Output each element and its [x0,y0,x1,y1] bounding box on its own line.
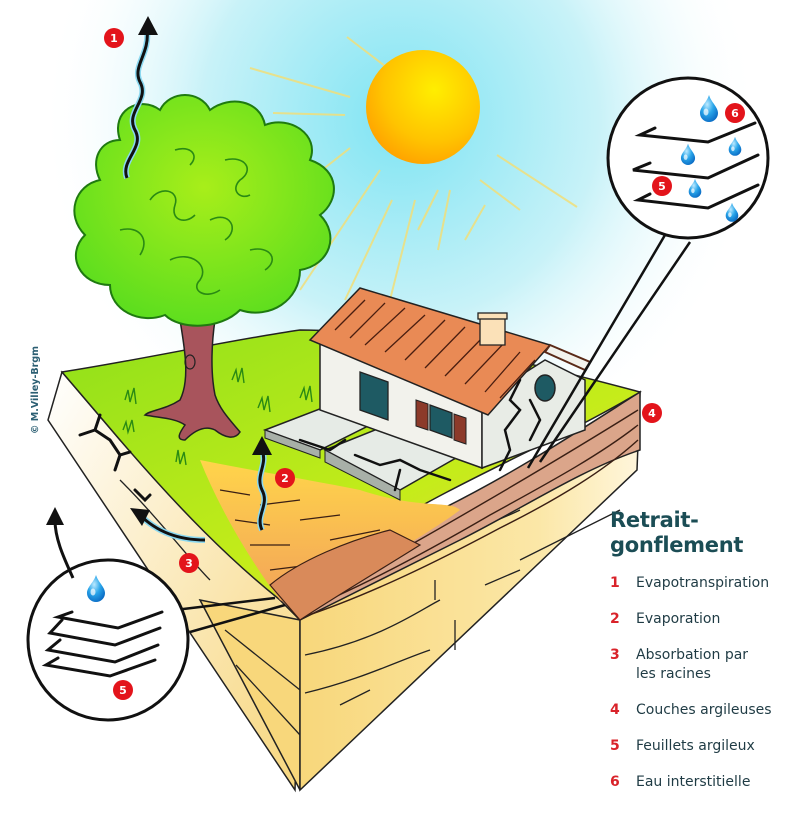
house-door [359,371,389,421]
legend-item: 6 Eau interstitielle [610,773,800,792]
legend-number: 1 [610,575,620,591]
legend-label: Couches argileuses [636,702,772,718]
tree-trunk [143,319,241,441]
marker-4: 4 [642,403,662,423]
magnifier-pointers [174,234,692,634]
sun-rays [249,36,578,341]
legend: Retrait- gonflement 1 Evapotranspiration… [610,508,800,809]
legend-label: Absorbation par les racines [636,647,749,682]
svg-text:5: 5 [658,180,666,193]
clay-sheet-zigzag [41,610,164,678]
legend-item: 5 Feuillets argileux [610,737,800,756]
marker-1: 1 [104,28,124,48]
marker-6: 6 [725,103,745,123]
legend-title-line1: Retrait- [610,508,699,532]
svg-text:2: 2 [281,472,289,485]
window-shutter-right [453,413,467,445]
legend-number: 4 [610,702,620,718]
legend-number: 5 [610,738,620,754]
drop-rising-arrow [53,519,75,579]
chimney [479,317,506,346]
marker-5-top: 5 [652,176,672,196]
window-shutter-left [415,399,429,431]
wall-cracks [298,378,542,492]
legend-item: 3 Absorbation par les racines [610,646,800,684]
svg-text:3: 3 [185,557,193,570]
bedrock-front-left [198,598,301,791]
marker-5-bottom: 5 [113,680,133,700]
magnifier-clay-sheets [26,558,190,722]
svg-text:5: 5 [119,684,127,697]
legend-title: Retrait- gonflement [610,508,800,558]
svg-text:6: 6 [731,107,739,120]
sun [366,50,480,164]
legend-item: 1 Evapotranspiration [610,574,800,593]
legend-label: Feuillets argileux [636,738,755,754]
canopy-swirls [119,147,273,295]
tree-canopy [73,94,335,327]
marker-2: 2 [275,468,295,488]
roof-tiles [334,299,536,399]
copyright-credit: © M.Villey-Brgm [30,345,41,434]
legend-number: 6 [610,774,620,790]
legend-label: Evapotranspiration [636,575,770,591]
legend-number: 3 [610,647,620,663]
legend-label: Eau interstitielle [636,774,751,790]
clay-sheet-lines [632,121,760,210]
marker-3: 3 [179,553,199,573]
svg-text:1: 1 [110,32,118,45]
legend-label: Evaporation [636,611,721,627]
grass-tufts [122,367,313,466]
legend-title-line2: gonflement [610,533,744,557]
svg-text:4: 4 [648,407,656,420]
round-window [534,374,556,402]
legend-item: 2 Evaporation [610,610,800,629]
cracked-clay-corner [269,529,422,621]
house-window [429,404,453,439]
legend-item: 4 Couches argileuses [610,701,800,720]
left-face-cracks [78,413,152,503]
legend-number: 2 [610,611,620,627]
